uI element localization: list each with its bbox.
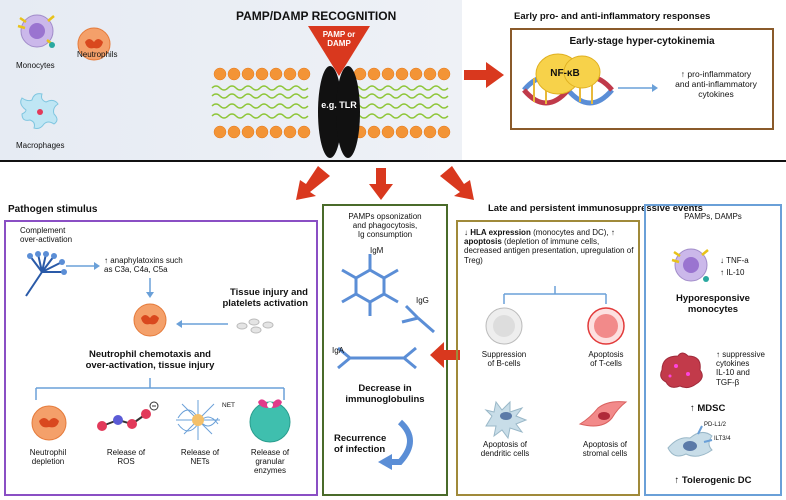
pamp-triangle	[308, 26, 370, 76]
arrow-to-pathogen	[296, 166, 330, 200]
tlr-receptor	[318, 66, 360, 158]
early-box	[510, 28, 774, 130]
b-cells-label: Suppression of B-cells	[481, 350, 527, 369]
outcomes-bracket	[35, 378, 285, 400]
b-cell-icon	[485, 307, 523, 345]
arrow-to-immunoglobulins	[430, 342, 460, 368]
cell-membrane	[211, 67, 451, 139]
dendritic-cell-icon	[484, 400, 528, 440]
nets-icon	[176, 400, 220, 440]
mdsc-icon	[660, 352, 703, 389]
tnf-label: ↓ TNF-a	[720, 256, 749, 265]
nfkb-label: NF-κB	[550, 68, 580, 79]
stromal-label: Apoptosis of stromal cells	[582, 440, 628, 459]
chemotaxis-label: Neutrophil chemotaxis and over-activatio…	[85, 349, 215, 371]
arrow-to-opsonization	[369, 168, 393, 200]
platelets-icon	[236, 318, 274, 334]
mdsc-label: ↑ MDSC	[690, 403, 726, 414]
igg-label: IgG	[416, 296, 429, 305]
monocyte-icon	[17, 14, 55, 48]
complement-icon	[25, 251, 67, 297]
recurrence-label: Recurrence of infection	[334, 433, 387, 455]
arrow-platelets	[176, 320, 228, 328]
monocytes-label: Monocytes	[16, 61, 55, 70]
net-label: NET	[222, 402, 235, 409]
ros-icon	[97, 401, 159, 431]
late-box	[456, 220, 640, 496]
complement-label: Complement over-activation	[20, 226, 73, 245]
arrow-to-late	[440, 166, 474, 200]
hla-expression: ↓ HLA expression	[464, 228, 531, 237]
igm-label: IgM	[370, 246, 384, 255]
neutrophil-center-icon	[133, 303, 167, 337]
opsonization-title: PAMPs opsonization and phagocytosis, Ig …	[348, 212, 422, 240]
neutrophil-icon	[77, 27, 111, 61]
ilt-label: ILT3/4	[714, 436, 731, 442]
early-title: Early pro- and anti-inflammatory respons…	[514, 11, 711, 22]
hypo-monocyte-icon	[671, 248, 709, 282]
anaphylatoxins-label: ↑ anaphylatoxins such as C3a, C4a, C5a	[104, 256, 183, 275]
macrophages-label: Macrophages	[16, 141, 65, 150]
divider	[0, 160, 786, 162]
arrow-complement	[66, 262, 100, 270]
recurrence-arrow	[378, 419, 413, 470]
granular-enzymes-icon	[249, 399, 291, 443]
pathogen-box	[4, 220, 318, 496]
outcome-ros: Release of ROS	[106, 448, 146, 467]
outcome-nets: Release of NETs	[180, 448, 220, 467]
late-description: ↓ HLA expression (monocytes and DC), ↑ a…	[464, 228, 634, 265]
neutrophil-depletion-icon	[31, 405, 67, 441]
pamp-label: PAMP or DAMP	[322, 30, 356, 49]
decrease-label: Decrease in immunoglobulins	[345, 383, 425, 405]
iga-icon	[337, 346, 417, 370]
receptor-label: e.g. TLR	[321, 100, 357, 110]
dendritic-label: Apoptosis of dendritic cells	[480, 440, 530, 459]
arrow-to-early	[464, 62, 504, 88]
early-box-title: Early-stage hyper-cytokinemia	[569, 36, 715, 47]
right-title: PAMPs, DAMPs	[684, 212, 742, 221]
late-bracket	[503, 286, 607, 304]
apoptosis-detail: (depletion of immune cells, decreased an…	[464, 237, 634, 265]
hla-detail: (monocytes and DC),	[530, 228, 611, 237]
tolerogenic-dc-icon	[667, 425, 713, 457]
t-cell-icon	[587, 307, 625, 345]
tissue-label: Tissue injury and platelets activation	[222, 287, 308, 309]
tolerogenic-label: ↑ Tolerogenic DC	[674, 475, 752, 486]
t-cells-label: Apoptosis of T-cells	[588, 350, 624, 369]
outcome-granular-enzymes: Release of granular enzymes	[250, 448, 290, 476]
early-effect: ↑ pro-inflammatory and anti-inflammatory…	[675, 69, 757, 99]
apoptosis: ↑ apoptosis	[464, 228, 615, 247]
outcome-neutrophil-depletion: Neutrophil depletion	[29, 448, 67, 467]
dna-icon	[522, 53, 614, 106]
recognition-title: PAMP/DAMP RECOGNITION	[236, 9, 397, 23]
neutrophils-label: Neutrophils	[77, 50, 118, 59]
il10-label: ↑ IL-10	[720, 268, 745, 277]
arrow-down-complement	[146, 278, 154, 298]
stromal-cell-icon	[578, 401, 628, 427]
macrophage-icon	[20, 93, 59, 129]
pathogen-title: Pathogen stimulus	[8, 204, 98, 215]
suppressive-label: ↑ suppressive cytokines IL-10 and TGF-β	[716, 350, 765, 387]
right-box	[644, 204, 782, 496]
arrow-nfkb-effect	[618, 84, 658, 92]
pdl1-label: PD-L1/2	[704, 422, 727, 428]
igg-icon	[401, 304, 435, 334]
late-title: Late and persistent immunosuppressive ev…	[488, 203, 703, 214]
iga-label: IgA	[332, 346, 345, 355]
hypo-label: Hyporesponsive monocytes	[676, 293, 750, 315]
igm-icon	[341, 254, 399, 316]
